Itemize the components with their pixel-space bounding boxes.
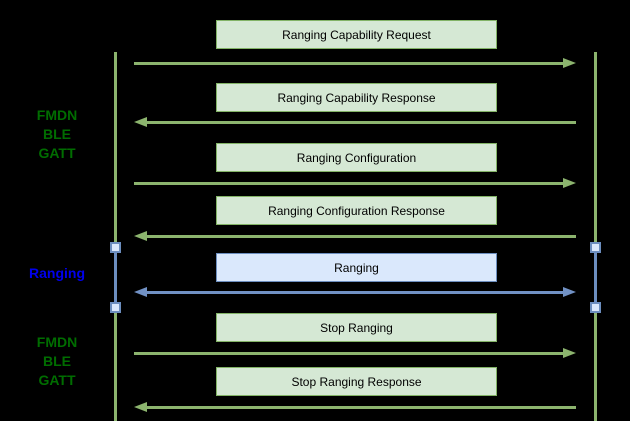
phase-label-ranging: Ranging — [10, 264, 104, 283]
message-box-ranging-capability-response: Ranging Capability Response — [216, 83, 497, 112]
arrow-shaft — [147, 234, 576, 238]
message-arrow-right-stop-ranging — [134, 348, 576, 359]
arrow-shaft — [134, 181, 563, 185]
arrowhead-right-icon — [563, 348, 576, 358]
arrowhead-left-icon — [134, 117, 147, 127]
phase-label-line: BLE — [43, 353, 71, 369]
arrowhead-left-icon — [134, 402, 147, 412]
message-arrow-right-ranging-configuration — [134, 178, 576, 189]
message-label: Ranging — [334, 260, 379, 275]
message-label: Ranging Capability Request — [282, 27, 431, 42]
arrow-shaft — [134, 61, 563, 65]
phase-label-line: GATT — [38, 372, 76, 388]
message-label: Ranging Capability Response — [277, 90, 436, 105]
arrowhead-right-icon — [563, 178, 576, 188]
message-label: Ranging Configuration — [296, 150, 417, 165]
message-box-ranging-configuration-response: Ranging Configuration Response — [216, 196, 497, 225]
lifeline-right — [594, 52, 597, 421]
phase-label-line: FMDN — [36, 334, 78, 350]
activation-endpoint-square — [110, 302, 121, 313]
arrow-shaft — [147, 290, 563, 294]
message-label: Stop Ranging Response — [291, 374, 422, 389]
arrow-shaft — [147, 120, 576, 124]
message-arrow-both-ranging — [134, 287, 576, 298]
message-box-stop-ranging: Stop Ranging — [216, 313, 497, 342]
activation-endpoint-square — [590, 242, 601, 253]
message-box-ranging-capability-request: Ranging Capability Request — [216, 20, 497, 49]
message-box-ranging-configuration: Ranging Configuration — [216, 143, 497, 172]
ranging-activation-right — [594, 252, 597, 303]
message-box-ranging: Ranging — [216, 253, 497, 282]
phase-label-line: FMDN — [36, 107, 78, 123]
message-label: Ranging Configuration Response — [268, 203, 445, 218]
arrowhead-left-icon — [134, 231, 147, 241]
message-label: Stop Ranging — [320, 320, 393, 335]
phase-label-line: BLE — [43, 126, 71, 142]
activation-endpoint-square — [110, 242, 121, 253]
activation-endpoint-square — [590, 302, 601, 313]
lifeline-left — [114, 52, 117, 421]
message-arrow-left-ranging-configuration-response — [134, 231, 576, 242]
phase-label-fmdn-ble-gatt: FMDN BLE GATT — [10, 333, 104, 390]
message-arrow-left-stop-ranging-response — [134, 402, 576, 413]
message-arrow-right-ranging-capability-request — [134, 58, 576, 69]
arrow-shaft — [147, 405, 576, 409]
arrow-shaft — [134, 351, 563, 355]
phase-label-fmdn-ble-gatt: FMDN BLE GATT — [10, 106, 104, 163]
arrowhead-right-icon — [563, 287, 576, 297]
arrowhead-left-icon — [134, 287, 147, 297]
message-box-stop-ranging-response: Stop Ranging Response — [216, 367, 497, 396]
ranging-activation-left — [114, 252, 117, 303]
message-arrow-left-ranging-capability-response — [134, 117, 576, 128]
phase-label-line: Ranging — [29, 265, 85, 281]
phase-label-line: GATT — [38, 145, 76, 161]
arrowhead-right-icon — [563, 58, 576, 68]
